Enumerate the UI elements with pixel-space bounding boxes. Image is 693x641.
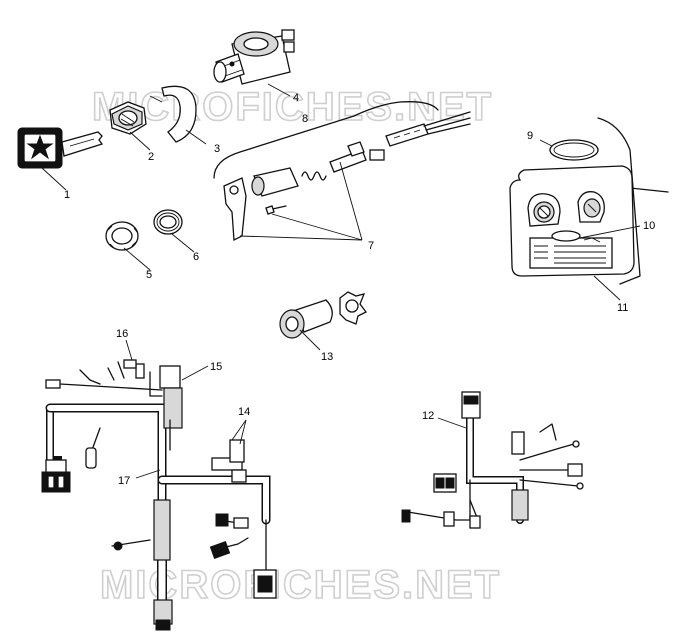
callout-6: 6 [193, 251, 199, 263]
key-part[interactable] [17, 127, 104, 169]
callout-7: 7 [368, 240, 374, 252]
callout-2: 2 [148, 151, 154, 163]
main-wiring-harness[interactable] [41, 359, 277, 631]
secondary-wiring-harness[interactable] [401, 391, 584, 529]
callout-12: 12 [422, 410, 434, 422]
callout-3: 3 [214, 143, 220, 155]
callout-5: 5 [146, 269, 152, 281]
switch-assembly-part[interactable] [213, 101, 471, 242]
washer-part[interactable] [153, 209, 183, 235]
bezel-part[interactable] [149, 85, 197, 143]
ignition-switch-part[interactable] [213, 29, 295, 85]
callout-4: 4 [293, 92, 299, 104]
callout-16: 16 [116, 328, 128, 340]
callout-labels: 1 2 3 4 5 6 7 8 9 10 11 12 13 14 15 16 1… [64, 92, 655, 487]
key-blade [61, 131, 104, 157]
light-socket-part[interactable] [279, 291, 367, 339]
callout-11: 11 [617, 302, 628, 314]
callout-14: 14 [238, 406, 250, 418]
callout-1: 1 [64, 189, 70, 201]
callout-17: 17 [118, 475, 130, 487]
watermark-top: MICROFICHES.NET [92, 85, 493, 129]
callout-15: 15 [210, 361, 222, 373]
oval-plug-part [551, 230, 581, 242]
ring-nut-part[interactable] [105, 221, 139, 251]
hex-nut-part[interactable] [109, 101, 147, 135]
callout-13: 13 [321, 351, 333, 363]
o-ring-part[interactable] [549, 139, 599, 161]
fuse-part [123, 359, 137, 369]
callout-10: 10 [643, 220, 655, 232]
leader-lines [41, 83, 641, 479]
star-emblem-icon [26, 134, 54, 160]
console-panel-part[interactable] [509, 117, 669, 285]
callout-8: 8 [302, 113, 308, 125]
callout-9: 9 [527, 130, 533, 142]
